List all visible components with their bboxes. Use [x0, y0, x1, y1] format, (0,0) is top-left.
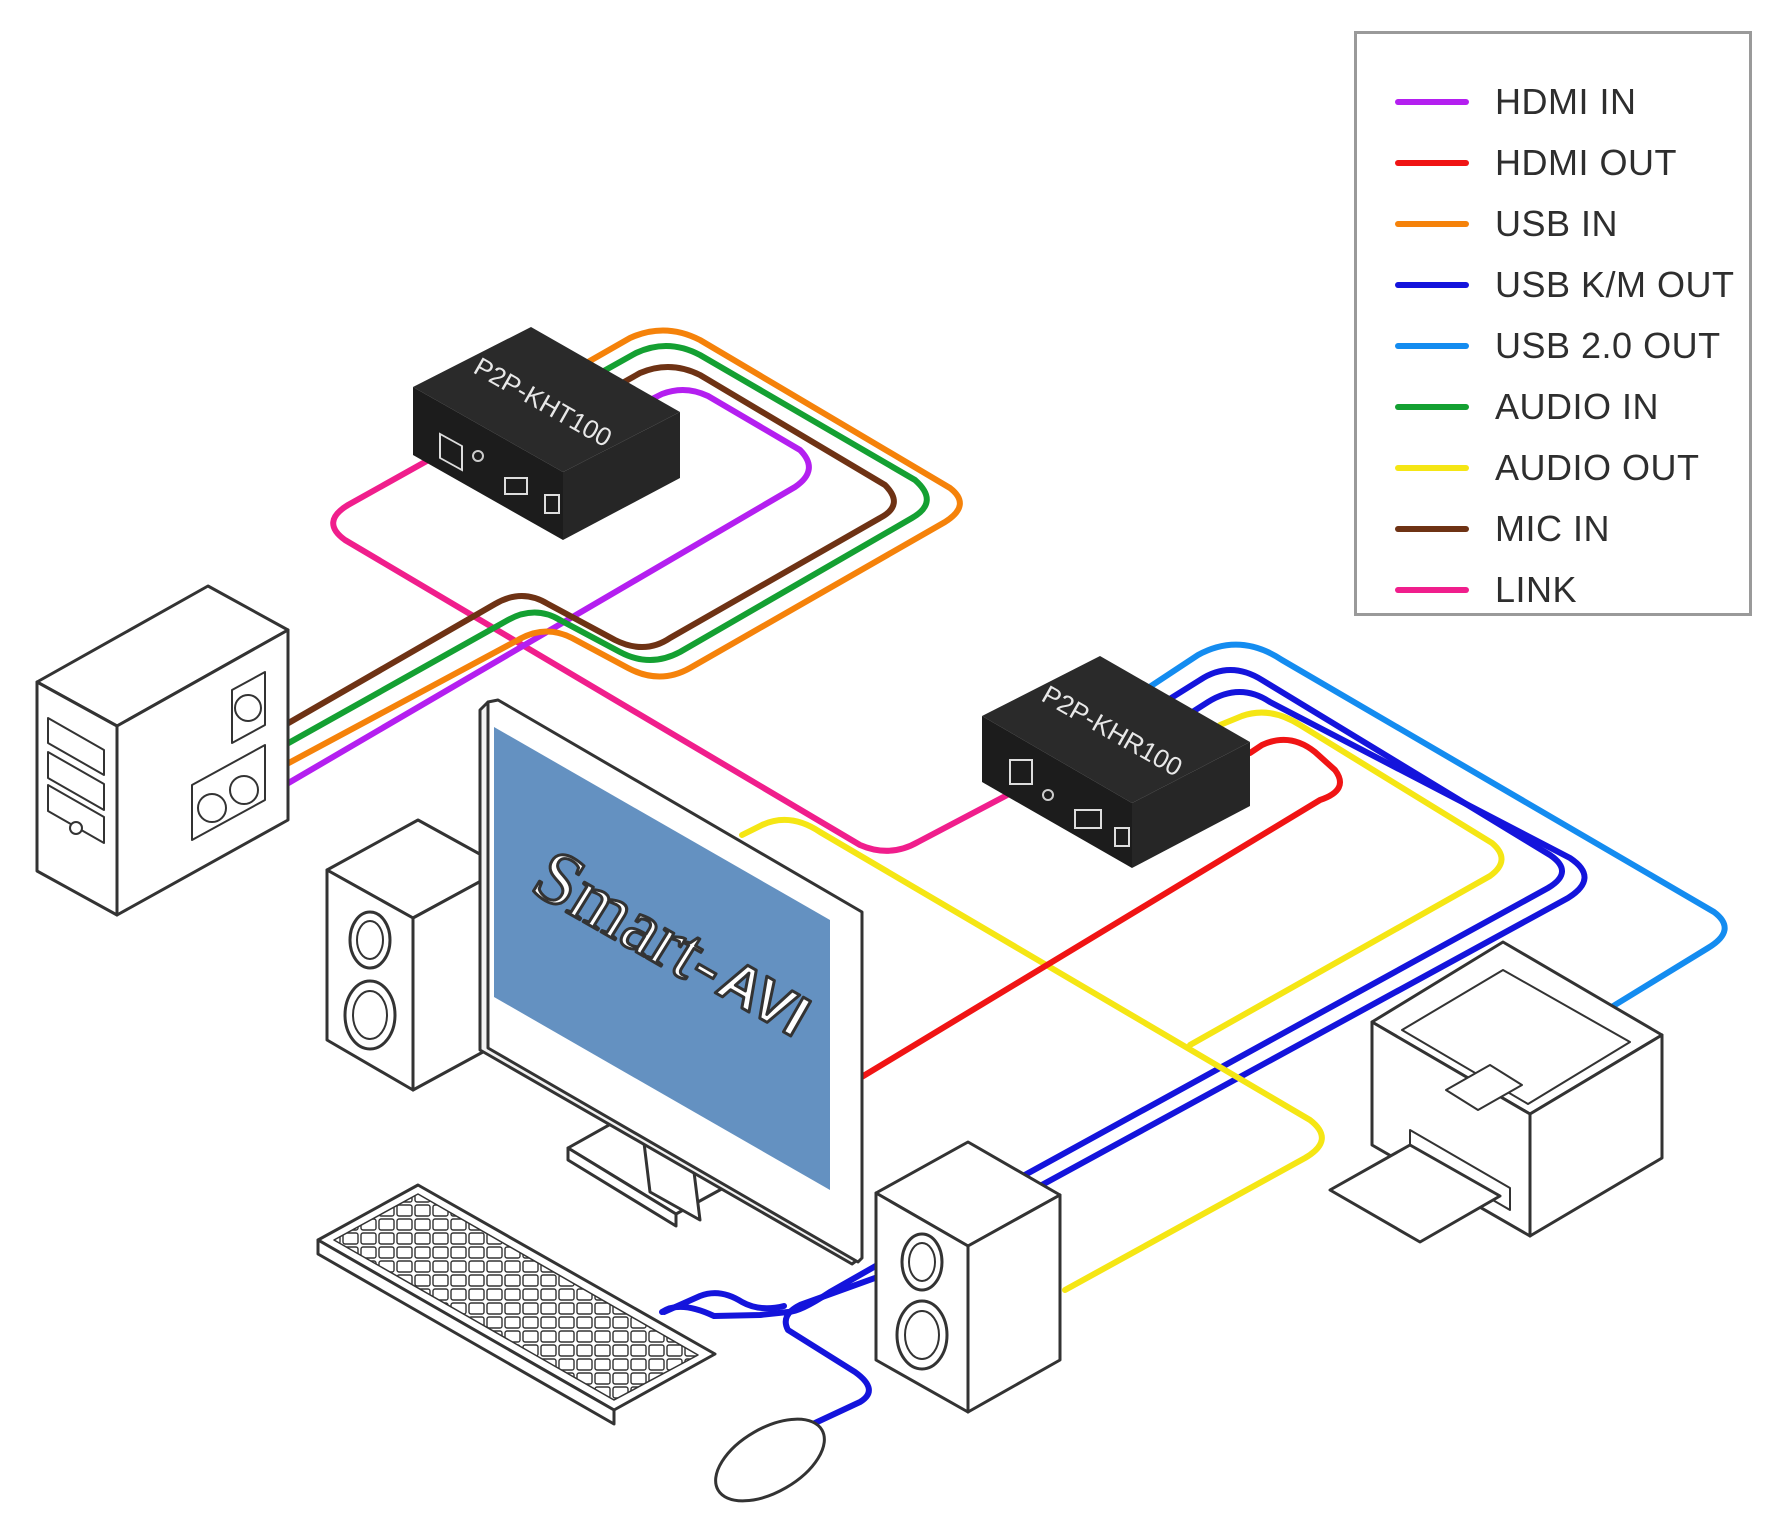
legend-item-usb-km-out: USB K/M OUT [1395, 264, 1735, 305]
legend-item-audio-in: AUDIO IN [1395, 386, 1660, 427]
legend-item-usb-in: USB IN [1395, 203, 1619, 244]
legend-item-hdmi-in: HDMI IN [1395, 81, 1637, 122]
legend-label-usb-2-0-out: USB 2.0 OUT [1495, 325, 1721, 366]
receiver-box: P2P-KHR100 [982, 656, 1250, 868]
legend-item-mic-in: MIC IN [1395, 508, 1610, 549]
legend-item-hdmi-out: HDMI OUT [1395, 142, 1677, 183]
legend-label-usb-in: USB IN [1495, 203, 1619, 244]
legend-swatch-link [1395, 587, 1469, 593]
legend-swatch-audio-out [1395, 465, 1469, 471]
legend-label-mic-in: MIC IN [1495, 508, 1610, 549]
legend-item-audio-out: AUDIO OUT [1395, 447, 1700, 488]
legend-label-link: LINK [1495, 569, 1578, 610]
legend-label-audio-out: AUDIO OUT [1495, 447, 1700, 488]
legend-swatch-mic-in [1395, 526, 1469, 532]
legend-label-hdmi-out: HDMI OUT [1495, 142, 1677, 183]
cable-keyboard [661, 1290, 787, 1315]
cable-link [330, 445, 1035, 854]
legend-swatch-hdmi-in [1395, 99, 1469, 105]
legend-swatch-hdmi-out [1395, 160, 1469, 166]
cable-audio-out-receiver [1187, 709, 1505, 1048]
cable-usb-2-0-out [1145, 641, 1728, 1011]
cable-audio-in [282, 342, 930, 748]
keyboard [316, 1183, 717, 1426]
legend-label-audio-in: AUDIO IN [1495, 386, 1660, 427]
legend-swatch-usb-2-0-out [1395, 343, 1469, 349]
transmitter-box: P2P-KHT100 [413, 327, 680, 540]
right-speaker [874, 1140, 1062, 1414]
left-speaker [325, 818, 507, 1092]
legend-item-usb-2-0-out: USB 2.0 OUT [1395, 325, 1721, 366]
printer [1328, 940, 1664, 1244]
legend-swatch-audio-in [1395, 404, 1469, 410]
pc-tower [35, 584, 290, 917]
cable-hdmi-in [282, 387, 812, 788]
mouse [714, 1417, 826, 1503]
legend-label-usb-km-out: USB K/M OUT [1495, 264, 1735, 305]
legend-label-hdmi-in: HDMI IN [1495, 81, 1637, 122]
legend-swatch-usb-in [1395, 221, 1469, 227]
legend-swatch-usb-km-out [1395, 282, 1469, 288]
legend: HDMI IN HDMI OUT USB IN USB K/M OUT USB … [1354, 31, 1752, 616]
cable-audio-out-speakers [739, 816, 1325, 1293]
monitor: Smart- AVI [478, 698, 864, 1266]
cable-usb-in [282, 327, 963, 768]
cable-mic-in [282, 363, 897, 728]
legend-item-link: LINK [1395, 569, 1578, 610]
cable-hdmi-out [857, 736, 1343, 1081]
